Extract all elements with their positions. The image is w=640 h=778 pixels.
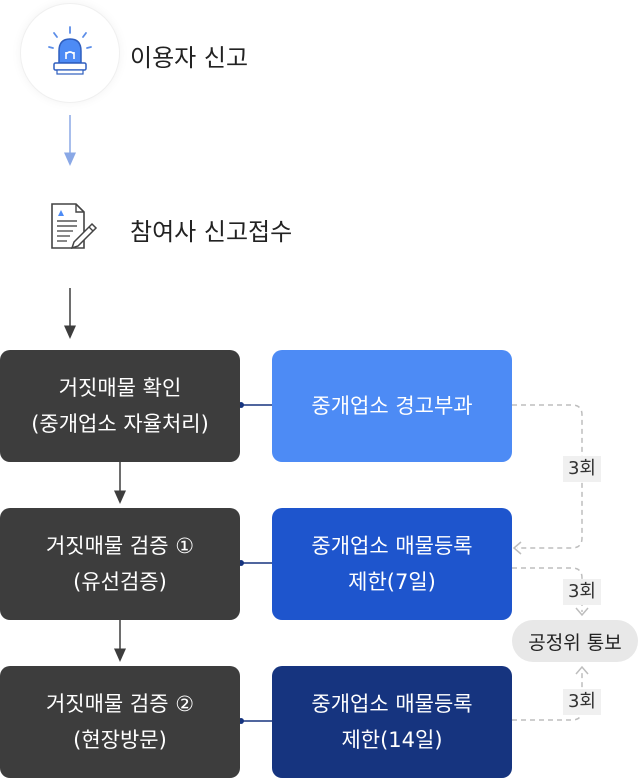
dashed-restrict7-to-notify — [512, 567, 583, 612]
count-badge-1: 3회 — [563, 456, 601, 482]
flow-box-verify-phone-line1: 거짓매물 검증 ① — [45, 534, 195, 558]
flow-box-check: 거짓매물 확인 (중개업소 자율처리) — [0, 350, 240, 462]
action-box-restrict-7-line2: 제한(7일) — [348, 570, 436, 594]
flow-box-verify-phone-line2: (유선검증) — [73, 570, 167, 594]
count-badge-2: 3회 — [563, 579, 601, 605]
flow-box-check-line2: (중개업소 자율처리) — [31, 412, 209, 436]
action-box-restrict-7: 중개업소 매물등록 제한(7일) — [272, 508, 512, 620]
action-box-restrict-7-line1: 중개업소 매물등록 — [311, 534, 473, 558]
ftc-notify-pill: 공정위 통보 — [512, 620, 638, 662]
report-icon-circle — [20, 3, 120, 103]
dashed-arrowhead-2 — [575, 607, 589, 617]
action-box-restrict-14-line2: 제한(14일) — [341, 728, 443, 752]
flow-box-verify-visit-line1: 거짓매물 검증 ② — [45, 692, 195, 716]
flow-box-verify-visit: 거짓매물 검증 ② (현장방문) — [0, 666, 240, 778]
count-badge-3: 3회 — [563, 689, 601, 715]
step-receipt-label: 참여사 신고접수 — [130, 218, 293, 246]
dashed-arrowhead-3 — [575, 665, 589, 675]
action-box-warning-line1: 중개업소 경고부과 — [311, 394, 473, 418]
action-box-restrict-14: 중개업소 매물등록 제한(14일) — [272, 666, 512, 778]
step-report-label: 이용자 신고 — [130, 44, 249, 72]
dashed-arrowhead-1 — [512, 541, 522, 555]
document-edit-icon — [51, 203, 98, 250]
flow-box-verify-visit-line2: (현장방문) — [73, 728, 167, 752]
siren-icon — [48, 26, 92, 75]
flow-box-check-line1: 거짓매물 확인 — [58, 376, 182, 400]
flow-box-verify-phone: 거짓매물 검증 ① (유선검증) — [0, 508, 240, 620]
action-box-warning: 중개업소 경고부과 — [272, 350, 512, 462]
action-box-restrict-14-line1: 중개업소 매물등록 — [311, 692, 473, 716]
